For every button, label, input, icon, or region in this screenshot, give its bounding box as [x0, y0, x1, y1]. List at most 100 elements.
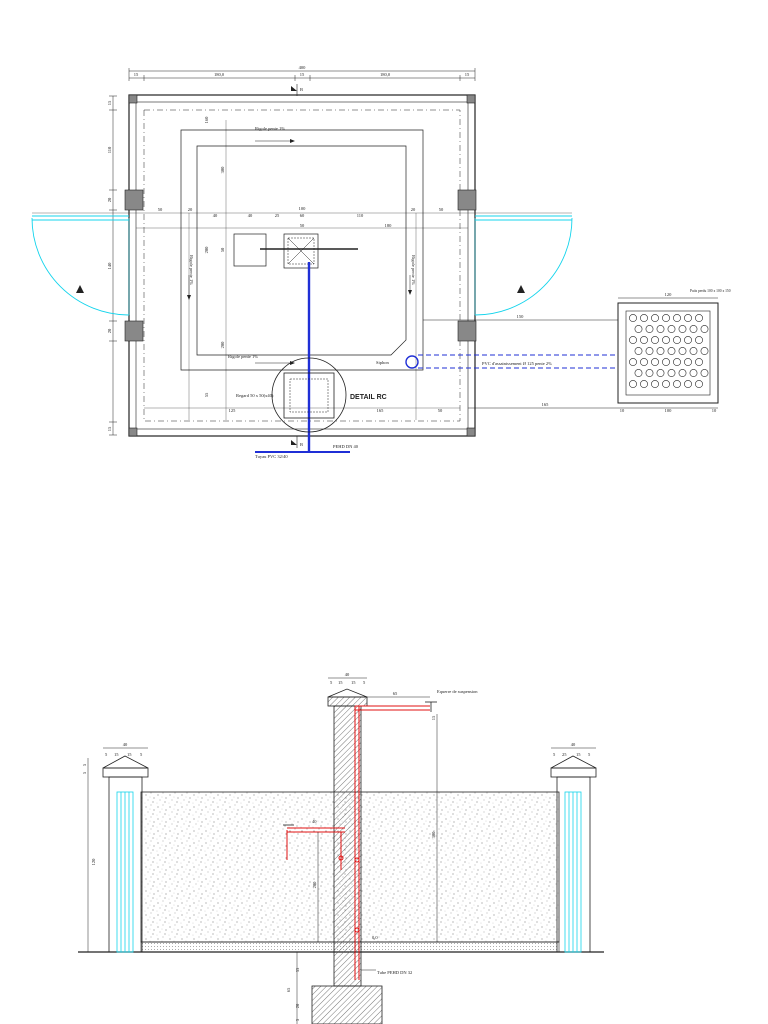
pit-perforation: [684, 314, 692, 322]
svg-text:A: A: [77, 289, 80, 293]
control-box: [233, 233, 267, 267]
pipe-label: PEHD DN 40: [333, 444, 359, 449]
dim-200: 200: [312, 881, 317, 889]
pit-perforation: [695, 358, 703, 366]
overall-dim-span-left: 180,0: [214, 72, 225, 78]
svg-text:100: 100: [299, 206, 307, 211]
pit-perforation: [662, 358, 670, 366]
svg-text:33: 33: [295, 967, 300, 972]
svg-text:5: 5: [105, 752, 108, 757]
svg-text:25: 25: [275, 213, 280, 218]
svg-text:50: 50: [158, 207, 163, 212]
dim-300: 300: [431, 831, 436, 839]
slope-label-top: Rigole pente 1%: [255, 126, 285, 131]
soak-pit: [617, 302, 719, 404]
pit-perforation: [640, 380, 648, 388]
bottom-dim-3: 50: [438, 408, 443, 413]
pit-width-dim: 120: [665, 292, 673, 297]
svg-text:25: 25: [562, 752, 567, 757]
left-dim-4: 140: [107, 262, 112, 270]
door-marker-right: A: [517, 285, 525, 293]
plan-view: 400 15 180,0 15 180,0 15 B 15 110 20 140…: [31, 65, 731, 459]
svg-text:20: 20: [411, 207, 416, 212]
left-dim-2: 110: [107, 146, 112, 153]
pit-perforation: [629, 314, 637, 322]
svg-text:20: 20: [188, 207, 193, 212]
svg-text:40: 40: [248, 213, 253, 218]
regard-box: [283, 372, 335, 419]
pit-perforation: [678, 325, 687, 333]
svg-text:60: 60: [300, 213, 305, 218]
section-marker-bottom: B: [291, 436, 303, 448]
regard-label: Regard 50 x 50(x40): [236, 393, 274, 398]
slope-label-bottom: Rigole pente 1%: [228, 354, 258, 359]
pit-perforation: [695, 336, 703, 344]
section-pipe-label: Tube PEHD DN 32: [377, 970, 412, 975]
svg-text:15: 15: [338, 680, 343, 685]
pvc-drain-pipe: [418, 354, 618, 369]
pit-perforation: [700, 369, 709, 377]
pit-perforation: [667, 369, 676, 377]
pit-perforation: [673, 336, 681, 344]
left-pillar-width: 40: [123, 742, 128, 747]
pit-perforation: [684, 358, 692, 366]
svg-text:5: 5: [553, 752, 556, 757]
svg-text:50: 50: [220, 247, 225, 252]
pit-perforation: [645, 325, 654, 333]
svg-text:110: 110: [357, 213, 364, 218]
pit-perforation: [629, 358, 637, 366]
top-pipe-dim: 65: [393, 691, 398, 696]
svg-text:B: B: [300, 442, 303, 447]
overall-dim-edge-right: 15: [465, 72, 470, 77]
pit-perforation: [695, 314, 703, 322]
right-pillar-width: 40: [571, 742, 576, 747]
tuyau-label: Tuyau PVC 32/40: [255, 454, 288, 459]
overall-dim-edge-left: 15: [134, 72, 139, 77]
dim-15: 15: [431, 715, 436, 720]
water-supply-pipe: [255, 262, 350, 453]
svg-text:5: 5: [82, 763, 87, 766]
svg-text:5: 5: [295, 1018, 300, 1021]
svg-text:5: 5: [588, 752, 591, 757]
svg-text:A: A: [520, 289, 523, 293]
detail-circle: [271, 357, 347, 433]
svg-text:65: 65: [286, 987, 291, 992]
pit-perforation: [684, 336, 692, 344]
pit-perforation: [673, 380, 681, 388]
pit-label: Puits perdu 100 x 100 x 150: [690, 289, 731, 293]
svg-text:5: 5: [363, 680, 366, 685]
svg-text:160: 160: [204, 116, 209, 124]
svg-text:5: 5: [140, 752, 143, 757]
pit-perforation: [673, 358, 681, 366]
left-dim-3: 20: [107, 197, 112, 202]
right-gate: [474, 215, 573, 316]
pit-perforation: [629, 380, 637, 388]
shower-head: [283, 233, 319, 269]
pit-perforation: [634, 369, 643, 377]
bottom-dim-2: 165: [377, 408, 385, 413]
svg-text:15: 15: [576, 752, 581, 757]
svg-text:40: 40: [213, 213, 218, 218]
svg-text:10: 10: [712, 408, 717, 413]
right-cyan-post: [564, 791, 582, 953]
left-cyan-post: [116, 791, 134, 953]
pit-perforation: [651, 380, 659, 388]
shower-riser: [286, 705, 430, 980]
small-arm-dim: 40: [312, 819, 317, 824]
pit-perforation: [645, 347, 654, 355]
pit-perforation: [640, 336, 648, 344]
pit-perforation: [651, 336, 659, 344]
svg-text:5: 5: [82, 771, 87, 774]
shower-tray: [180, 129, 424, 371]
svg-text:55: 55: [204, 392, 209, 397]
plan-top-dimensions: [128, 68, 476, 81]
left-dim-5: 20: [107, 328, 112, 333]
bottom-dim-1: 125: [229, 408, 237, 413]
svg-text:200: 200: [204, 246, 209, 254]
section-view: 40 5 15 15 5 5 5 120 40 5 25 15 5: [78, 672, 604, 1024]
pit-perforation: [689, 347, 698, 355]
pit-perforation: [640, 358, 648, 366]
slope-label-left: Rigole pente 1%: [189, 255, 194, 285]
svg-text:B: B: [300, 87, 303, 92]
